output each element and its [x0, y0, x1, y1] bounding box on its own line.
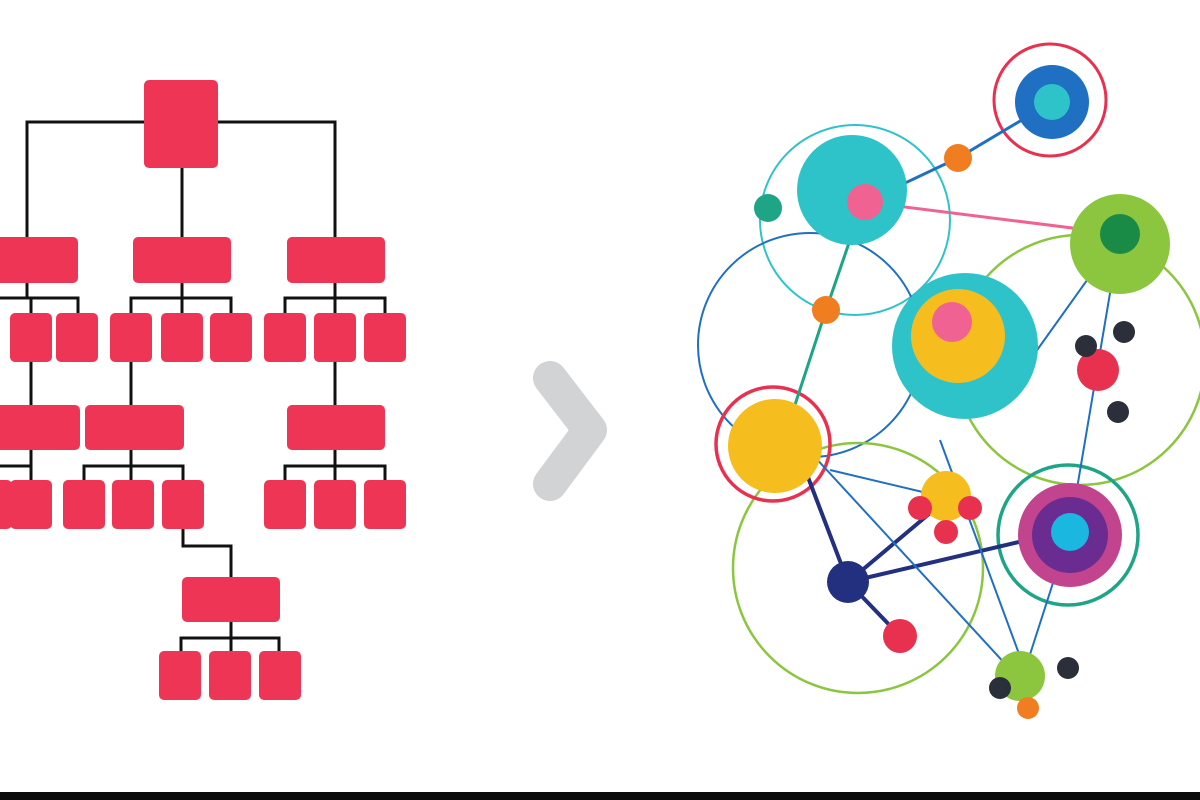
- hierarchy-box: [182, 577, 280, 622]
- network-dot: [1107, 401, 1129, 423]
- hierarchy-box: [0, 480, 12, 529]
- network-dot: [1057, 657, 1079, 679]
- network-ring: [731, 441, 985, 695]
- hierarchy-box: [259, 651, 301, 700]
- network-node: [1034, 84, 1070, 120]
- hierarchy-box: [159, 651, 201, 700]
- hierarchy-box: [364, 313, 406, 362]
- hierarchy-box: [162, 480, 204, 529]
- hierarchy-box: [287, 237, 385, 283]
- network-node: [754, 194, 782, 222]
- network-dot: [1113, 321, 1135, 343]
- hierarchy-diagram: [0, 80, 406, 700]
- network-edge: [789, 429, 1021, 681]
- hierarchy-box: [110, 313, 152, 362]
- hierarchy-box: [56, 313, 98, 362]
- chevron-right-icon: [533, 361, 607, 501]
- hierarchy-box: [287, 405, 385, 450]
- network-node: [958, 496, 982, 520]
- network-node: [932, 302, 972, 342]
- network-ring: [996, 463, 1140, 607]
- hierarchy-box: [0, 237, 78, 283]
- network-diagram: [697, 42, 1200, 719]
- hierarchy-box: [314, 313, 356, 362]
- network-node: [1077, 349, 1119, 391]
- hierarchy-box: [10, 313, 52, 362]
- hierarchy-box: [264, 480, 306, 529]
- bottom-bar: [0, 792, 1200, 800]
- chevron-shape: [533, 361, 607, 501]
- hierarchy-box: [85, 405, 184, 450]
- hierarchy-box: [264, 313, 306, 362]
- hierarchy-box: [0, 405, 80, 450]
- network-node: [883, 619, 917, 653]
- network-edge: [788, 309, 828, 421]
- network-dot: [1075, 335, 1097, 357]
- network-node: [1051, 513, 1089, 551]
- network-node: [827, 561, 869, 603]
- network-dot: [989, 677, 1011, 699]
- hierarchy-box: [63, 480, 105, 529]
- network-node: [1017, 697, 1039, 719]
- network-node: [908, 496, 932, 520]
- hierarchy-box: [209, 651, 251, 700]
- network-node: [934, 520, 958, 544]
- network-node: [812, 296, 840, 324]
- network-ring: [759, 124, 951, 316]
- hierarchy-box: [210, 313, 252, 362]
- hierarchy-box: [10, 480, 52, 529]
- hierarchy-box: [133, 237, 231, 283]
- network-ring: [992, 42, 1108, 158]
- hierarchy-box: [144, 80, 218, 168]
- network-node: [847, 184, 883, 220]
- hierarchy-box: [314, 480, 356, 529]
- network-node: [1100, 214, 1140, 254]
- network-node: [728, 399, 822, 493]
- hierarchy-box: [161, 313, 203, 362]
- hierarchy-box: [112, 480, 154, 529]
- hierarchy-box: [364, 480, 406, 529]
- network-ring: [714, 385, 832, 503]
- network-node: [944, 144, 972, 172]
